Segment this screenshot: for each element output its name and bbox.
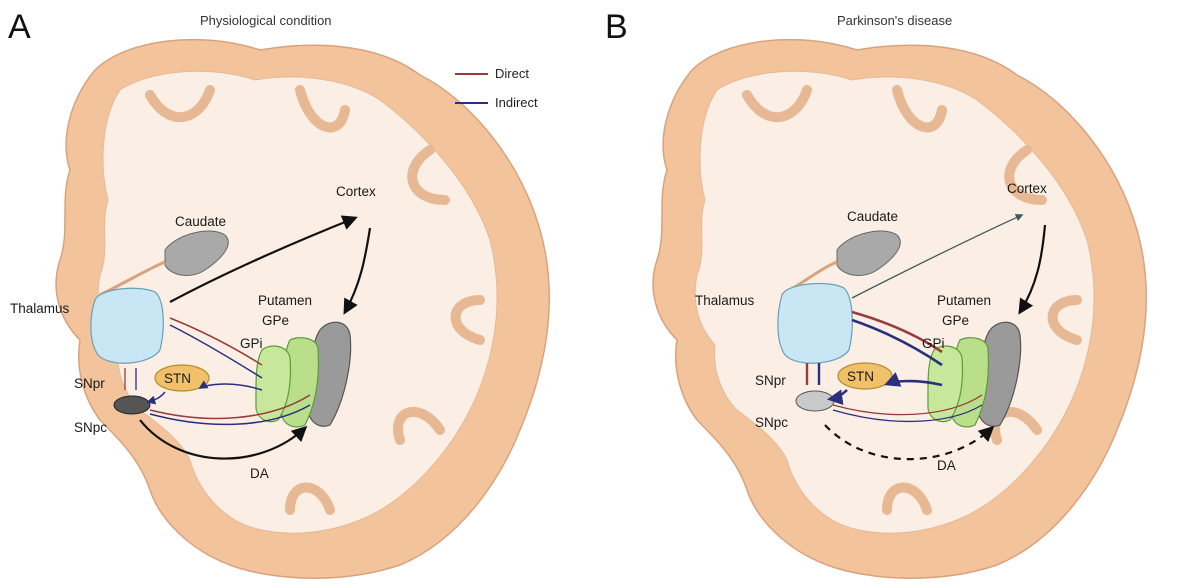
label-snpr: SNpr [74,376,105,391]
panel-title: Physiological condition [200,13,332,28]
label-stn: STN [164,371,191,386]
label-gpe: GPe [942,313,969,328]
label-putamen: Putamen [937,293,991,308]
label-da: DA [250,466,269,481]
label-snpc: SNpc [755,415,788,430]
label-snpc: SNpc [74,420,107,435]
panel-b-parkinsons: B Parkinson's disease Cortex Caudate Tha… [597,0,1187,587]
label-stn: STN [847,369,874,384]
panel-letter: A [8,8,31,46]
thalamus-shape [778,284,852,364]
label-gpi: GPi [240,336,263,351]
label-thalamus: Thalamus [10,301,70,316]
sn-shape [114,396,150,414]
thalamus-shape [91,288,163,363]
label-gpi: GPi [922,336,945,351]
label-snpr: SNpr [755,373,786,388]
label-putamen: Putamen [258,293,312,308]
label-cortex: Cortex [336,184,376,199]
label-gpe: GPe [262,313,289,328]
panel-letter: B [605,8,628,46]
label-cortex: Cortex [1007,181,1047,196]
panel-a-physiological: Direct Indirect A Physiological conditio… [0,0,590,587]
label-caudate: Caudate [175,214,226,229]
label-da: DA [937,458,956,473]
legend-indirect-label: Indirect [495,95,538,110]
panel-title: Parkinson's disease [837,13,952,28]
sn-shape [796,391,834,411]
diagram-a-svg: Direct Indirect A Physiological conditio… [0,0,590,587]
label-caudate: Caudate [847,209,898,224]
diagram-b-svg: B Parkinson's disease Cortex Caudate Tha… [597,0,1187,587]
legend-direct-label: Direct [495,66,529,81]
label-thalamus: Thalamus [695,293,755,308]
